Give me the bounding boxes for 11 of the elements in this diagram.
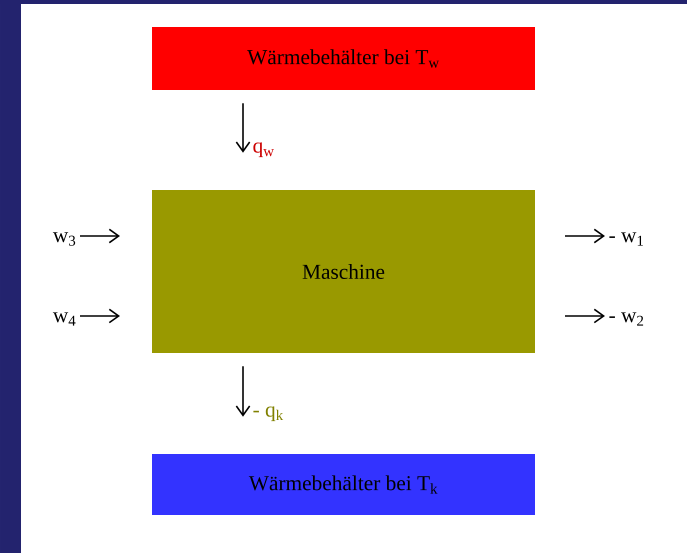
edge-label: - q$_{k}$ (253, 406, 284, 422)
label: - w$_{1}$ (609, 232, 643, 246)
edge-label: q$_{w}$ (253, 142, 274, 158)
label: - w$_{2}$ (609, 312, 644, 326)
box: Wärmebehälter bei T$_{w}$ (152, 27, 535, 90)
arrow (236, 366, 250, 417)
box: Wärmebehälter bei T$_{k}$ (152, 454, 535, 515)
label: w$_{4}$ (52, 312, 76, 326)
label: w$_{3}$ (52, 232, 76, 246)
box: Maschine (152, 190, 535, 353)
arrow (236, 103, 250, 153)
